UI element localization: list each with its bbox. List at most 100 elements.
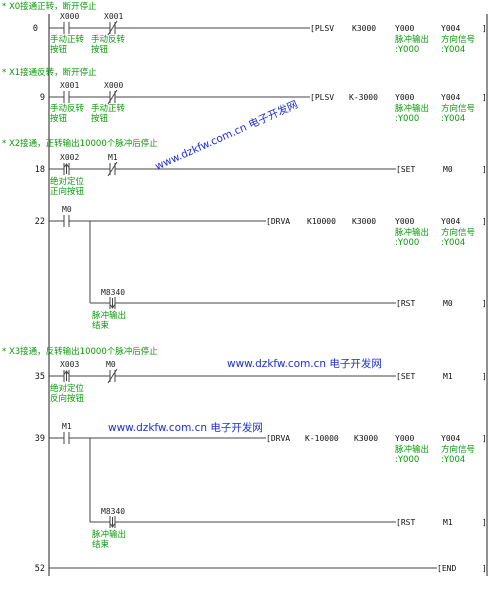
contact-label: X000 bbox=[60, 12, 79, 21]
no-contact bbox=[49, 215, 266, 227]
contact-comment: 绝对定位 bbox=[50, 176, 85, 187]
operand-comment: 脉冲输出 bbox=[395, 103, 429, 114]
contact-label: X002 bbox=[60, 153, 79, 162]
instruction-operand: K10000 bbox=[307, 217, 336, 226]
contact-comment: 手动正转 bbox=[50, 34, 85, 45]
step-number-35: 35 bbox=[35, 372, 45, 382]
instruction-mnemonic: [RST bbox=[396, 518, 415, 527]
operand-comment: :Y000 bbox=[395, 238, 419, 248]
nc-contact bbox=[107, 89, 310, 105]
instruction-close: ] bbox=[482, 24, 487, 33]
instruction-operand: M0 bbox=[443, 165, 453, 174]
rising-edge-contact bbox=[49, 163, 110, 175]
instruction-operand: Y004 bbox=[441, 217, 460, 226]
operand-comment: 方向信号 bbox=[441, 444, 475, 455]
instruction-close: ] bbox=[482, 299, 487, 308]
operand-comment: 脉冲输出 bbox=[395, 34, 429, 45]
contact-comment: 反向按钮 bbox=[50, 393, 85, 404]
instruction-mnemonic: [PLSV bbox=[310, 93, 334, 102]
instruction-close: ] bbox=[482, 165, 487, 174]
instruction-close: ] bbox=[482, 217, 487, 226]
operand-comment: :Y000 bbox=[395, 455, 419, 465]
instruction-mnemonic: [RST bbox=[396, 299, 415, 308]
contact-label: M0 bbox=[62, 205, 72, 214]
instruction-operand: K3000 bbox=[354, 434, 378, 443]
contact-label: M1 bbox=[108, 153, 118, 162]
instruction-mnemonic: [DRVA bbox=[266, 217, 290, 226]
operand-comment: 方向信号 bbox=[441, 103, 475, 114]
falling-edge-contact bbox=[90, 297, 396, 309]
instruction-operand: K-3000 bbox=[349, 93, 378, 102]
contact-label: X001 bbox=[60, 81, 79, 90]
step-number-22: 22 bbox=[35, 217, 45, 227]
rising-edge-contact bbox=[49, 370, 110, 382]
step-number-0: 0 bbox=[33, 24, 38, 34]
contact-comment: 结束 bbox=[92, 539, 110, 550]
instruction-operand: Y000 bbox=[395, 24, 414, 33]
step-number-52: 52 bbox=[35, 564, 45, 574]
operand-comment: :Y000 bbox=[395, 45, 419, 55]
contact-comment: 结束 bbox=[92, 320, 110, 331]
instruction-operand: K-10000 bbox=[305, 434, 339, 443]
contact-comment: 按钮 bbox=[91, 113, 109, 124]
instruction-operand: K3000 bbox=[352, 217, 376, 226]
contact-comment: 按钮 bbox=[91, 44, 109, 55]
instruction-close: ] bbox=[482, 434, 487, 443]
contact-comment: 绝对定位 bbox=[50, 383, 85, 394]
instruction-mnemonic: [SET bbox=[396, 372, 415, 381]
instruction-operand: M1 bbox=[443, 518, 453, 527]
section-comment-9: * X1接通反转，断开停止 bbox=[2, 67, 97, 78]
contact-comment: 脉冲输出 bbox=[92, 529, 126, 540]
contact-label: M8340 bbox=[101, 288, 125, 297]
instruction-operand: Y000 bbox=[395, 434, 414, 443]
nc-contact bbox=[107, 368, 396, 384]
operand-comment: 脉冲输出 bbox=[395, 444, 429, 455]
operand-comment: :Y004 bbox=[441, 114, 465, 124]
instruction-mnemonic: [PLSV bbox=[310, 24, 334, 33]
watermark: www.dzkfw.com.cn 电子开发网 bbox=[108, 421, 263, 434]
watermark: www.dzkfw.com.cn 电子开发网 bbox=[153, 98, 300, 173]
nc-contact bbox=[107, 20, 310, 36]
nc-contact bbox=[107, 161, 396, 177]
operand-comment: :Y004 bbox=[441, 238, 465, 248]
instruction-close: ] bbox=[482, 93, 487, 102]
contact-comment: 手动正转 bbox=[91, 103, 126, 114]
step-number-18: 18 bbox=[35, 165, 45, 175]
contact-comment: 按钮 bbox=[50, 113, 68, 124]
instruction-operand: K3000 bbox=[352, 24, 376, 33]
operand-comment: 方向信号 bbox=[441, 227, 475, 238]
section-comment-35: * X3接通，反转输出10000个脉冲后停止 bbox=[2, 346, 158, 357]
falling-edge-contact bbox=[90, 516, 396, 528]
watermark: www.dzkfw.com.cn 电子开发网 bbox=[227, 357, 382, 370]
no-contact bbox=[49, 91, 110, 103]
contact-label: M0 bbox=[106, 360, 116, 369]
step-number-39: 39 bbox=[35, 434, 45, 444]
instruction-close: ] bbox=[482, 564, 487, 573]
instruction-mnemonic: [END bbox=[437, 564, 456, 573]
contact-comment: 手动反转 bbox=[91, 34, 126, 45]
instruction-operand: Y004 bbox=[441, 24, 460, 33]
operand-comment: 脉冲输出 bbox=[395, 227, 429, 238]
section-comment-0: * X0接通正转，断开停止 bbox=[2, 1, 97, 12]
operand-comment: :Y004 bbox=[441, 455, 465, 465]
contact-comment: 正向按钮 bbox=[50, 186, 85, 197]
step-number-9: 9 bbox=[40, 93, 45, 103]
instruction-close: ] bbox=[482, 372, 487, 381]
contact-label: M8340 bbox=[101, 507, 125, 516]
no-contact bbox=[49, 432, 266, 444]
no-contact bbox=[49, 22, 110, 34]
contact-label: M1 bbox=[62, 422, 72, 431]
instruction-operand: M0 bbox=[443, 299, 453, 308]
operand-comment: 方向信号 bbox=[441, 34, 475, 45]
instruction-mnemonic: [DRVA bbox=[266, 434, 290, 443]
operand-comment: :Y004 bbox=[441, 45, 465, 55]
instruction-mnemonic: [SET bbox=[396, 165, 415, 174]
instruction-close: ] bbox=[482, 518, 487, 527]
contact-comment: 脉冲输出 bbox=[92, 310, 126, 321]
section-comment-18: * X2接通，正转输出10000个脉冲后停止 bbox=[2, 138, 158, 149]
operand-comment: :Y000 bbox=[395, 114, 419, 124]
instruction-operand: M1 bbox=[443, 372, 453, 381]
instruction-operand: Y000 bbox=[395, 93, 414, 102]
instruction-operand: Y004 bbox=[441, 434, 460, 443]
